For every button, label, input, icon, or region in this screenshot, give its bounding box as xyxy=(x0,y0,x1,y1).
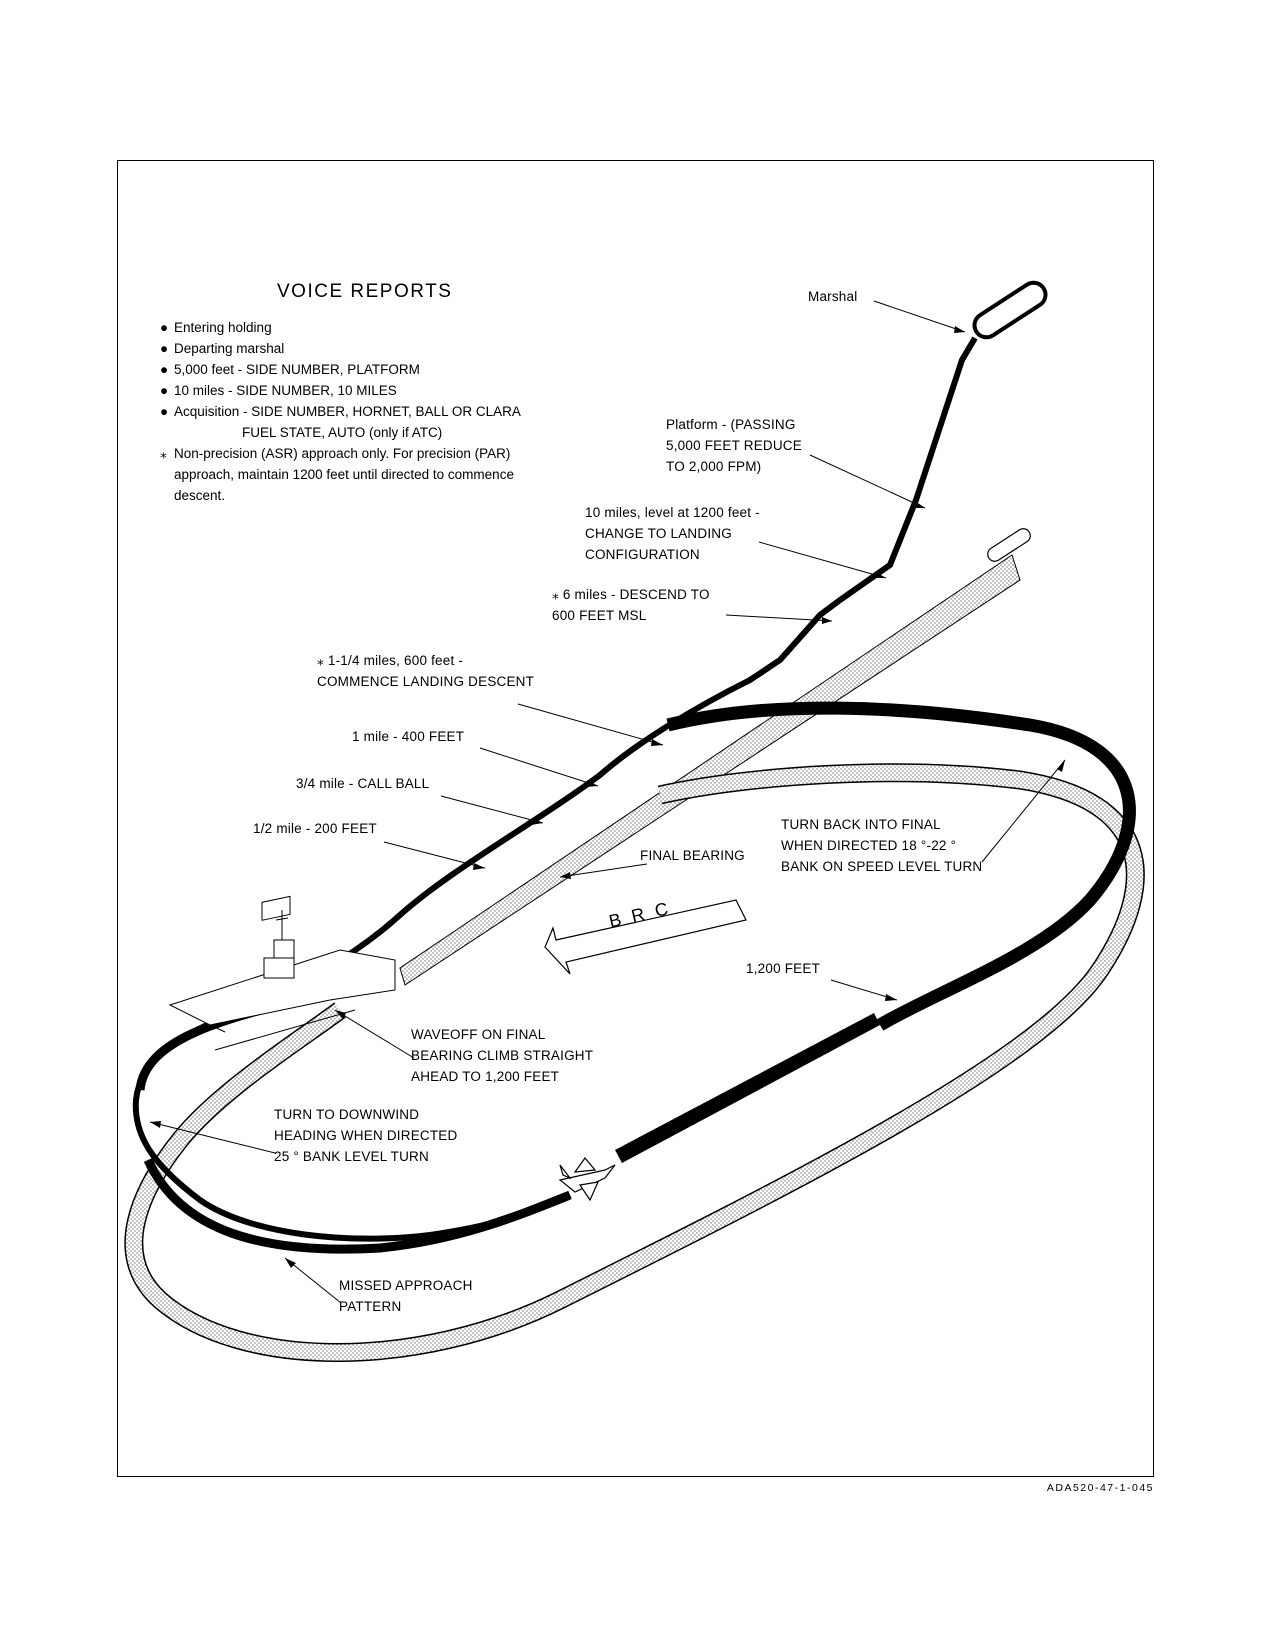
bullet-icon: ● xyxy=(160,383,169,398)
label-final-bearing: FINAL BEARING xyxy=(640,848,745,863)
leader-lines xyxy=(149,300,1066,1304)
list-item-continuation: FUEL STATE, AUTO (only if ATC) xyxy=(242,425,443,440)
voice-reports-title: VOICE REPORTS xyxy=(277,281,453,302)
list-item-text: Acquisition - SIDE NUMBER, HORNET, BALL … xyxy=(174,404,521,419)
list-item-text: 5,000 feet - SIDE NUMBER, PLATFORM xyxy=(174,362,420,377)
bullet-icon: ● xyxy=(160,362,169,377)
label-one-mile: 1 mile - 400 FEET xyxy=(352,729,465,744)
label-half-mile: 1/2 mile - 200 FEET xyxy=(253,821,377,836)
label-waveoff: WAVEOFF ON FINAL BEARING CLIMB STRAIGHT … xyxy=(411,1027,594,1084)
list-item-text: Entering holding xyxy=(174,320,272,335)
lower-holding-oval xyxy=(987,528,1031,562)
label-six-miles: ⁎ 6 miles - DESCEND TO 600 FEET MSL xyxy=(552,587,710,623)
note-text: Non-precision (ASR) approach only. For p… xyxy=(174,446,514,503)
label-three-quarter-mile: 3/4 mile - CALL BALL xyxy=(296,776,430,791)
jet-aircraft-icon xyxy=(558,1157,616,1202)
label-turn-to-downwind: TURN TO DOWNWIND HEADING WHEN DIRECTED 2… xyxy=(274,1107,458,1164)
figure-id: ADA520-47-1-045 xyxy=(1046,1482,1154,1494)
marshal-holding-oval xyxy=(972,280,1048,340)
label-1200-feet: 1,200 FEET xyxy=(746,961,821,976)
brc-arrow-icon xyxy=(544,899,747,975)
voice-reports-list: ● Entering holding ● Departing marshal ●… xyxy=(160,317,560,443)
diagram-frame xyxy=(117,160,1154,1477)
list-item: ● Acquisition - SIDE NUMBER, HORNET, BAL… xyxy=(160,401,560,443)
list-item-text: 10 miles - SIDE NUMBER, 10 MILES xyxy=(174,383,397,398)
label-ten-miles: 10 miles, level at 1200 feet - CHANGE TO… xyxy=(585,505,760,562)
list-item-text: Departing marshal xyxy=(174,341,285,356)
label-marshal: Marshal xyxy=(808,289,858,304)
list-item: ● Departing marshal xyxy=(160,338,560,359)
bullet-icon: ● xyxy=(160,341,169,356)
voice-reports-note: ⁎ Non-precision (ASR) approach only. For… xyxy=(160,443,554,506)
list-item: ● 10 miles - SIDE NUMBER, 10 MILES xyxy=(160,380,560,401)
aircraft-carrier-icon xyxy=(168,895,396,1051)
label-missed-approach: MISSED APPROACH PATTERN xyxy=(339,1278,473,1314)
label-platform: Platform - (PASSING 5,000 FEET REDUCE TO… xyxy=(666,417,802,474)
bullet-icon: ● xyxy=(160,320,169,335)
asterisk-icon: ⁎ xyxy=(160,446,167,461)
list-item: ● 5,000 feet - SIDE NUMBER, PLATFORM xyxy=(160,359,560,380)
label-turn-back-into-final: TURN BACK INTO FINAL WHEN DIRECTED 18 °-… xyxy=(781,817,983,874)
bullet-icon: ● xyxy=(160,404,169,419)
label-one-and-quarter-miles: ⁎ 1-1/4 miles, 600 feet - COMMENCE LANDI… xyxy=(317,653,535,689)
leader-arrowheads xyxy=(150,326,1065,1268)
list-item: ● Entering holding xyxy=(160,317,560,338)
